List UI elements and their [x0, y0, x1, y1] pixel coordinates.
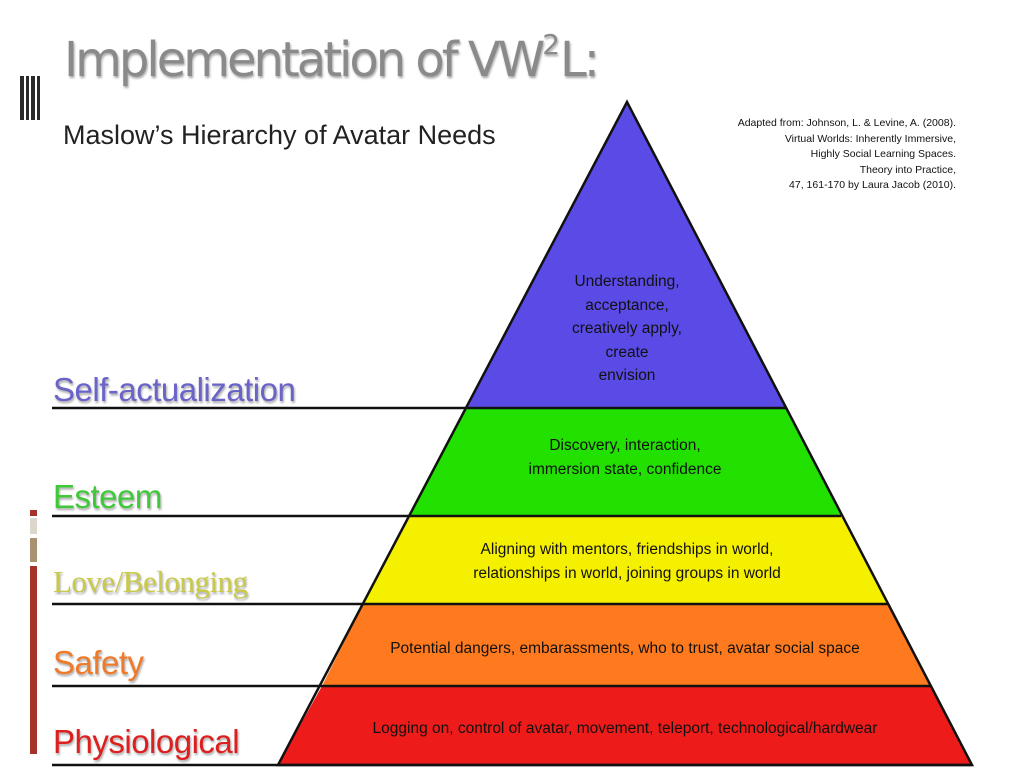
tier-text-line: Understanding,: [574, 273, 680, 290]
tier-text-line: create: [605, 343, 649, 361]
page-title: Implementation of VW2L:: [64, 28, 600, 88]
tier-text-line: Potential dangers, embarassments, who to…: [390, 640, 860, 657]
side-accent-dark: [30, 510, 37, 516]
title-superscript: 2: [542, 28, 561, 61]
citation-line: Highly Social Learning Spaces.: [810, 148, 956, 160]
tier-text-line: acceptance,: [585, 296, 669, 314]
tier-love-belonging: [363, 516, 888, 604]
tier-text-self-actualization: Understanding, acceptance, creatively ap…: [527, 270, 727, 388]
citation-line: Virtual Worlds: Inherently Immersive,: [784, 132, 956, 145]
side-accent-light: [30, 518, 37, 534]
citation: Adapted from: Johnson, L. & Levine, A. (…: [690, 116, 956, 194]
tier-text-love-belonging: Aligning with mentors, friendships in wo…: [420, 538, 834, 585]
level-label-physiological: Physiological: [53, 723, 240, 760]
tier-text-line: Logging on, control of avatar, movement,…: [372, 720, 878, 737]
tier-text-line: immersion state, confidence: [528, 460, 722, 478]
level-label-esteem: Esteem: [53, 478, 162, 515]
tier-text-line: creatively apply,: [572, 320, 682, 337]
tier-text-line: relationships in world, joining groups i…: [473, 564, 781, 582]
tier-text-line: Discovery, interaction,: [549, 437, 701, 454]
citation-line: Theory into Practice,: [859, 163, 956, 176]
tier-text-esteem: Discovery, interaction, immersion state,…: [470, 434, 780, 481]
citation-line: 47, 161-170 by Laura Jacob (2010).: [789, 179, 956, 191]
tier-text-safety: Potential dangers, embarassments, who to…: [340, 637, 910, 661]
tier-safety: [322, 604, 930, 686]
side-accent-tan: [30, 538, 37, 562]
level-label-love-belonging: Love/Belonging: [53, 564, 248, 599]
tier-text-physiological: Logging on, control of avatar, movement,…: [300, 717, 950, 741]
side-accent-red: [30, 566, 37, 754]
tier-text-line: Aligning with mentors, friendships in wo…: [480, 541, 774, 558]
title-end: L:: [560, 32, 600, 88]
tier-self-actualization: [467, 102, 787, 408]
tier-esteem: [410, 408, 841, 516]
subtitle: Maslow’s Hierarchy of Avatar Needs: [63, 120, 496, 150]
title-main: Implementation of VW: [64, 32, 545, 88]
citation-line: Adapted from: Johnson, L. & Levine, A. (…: [737, 117, 956, 129]
level-label-self-actualization: Self-actualization: [53, 371, 296, 408]
level-label-safety: Safety: [53, 644, 144, 681]
tier-text-line: envision: [598, 367, 656, 384]
title-decoration: [20, 76, 42, 120]
tier-physiological: [278, 686, 972, 765]
